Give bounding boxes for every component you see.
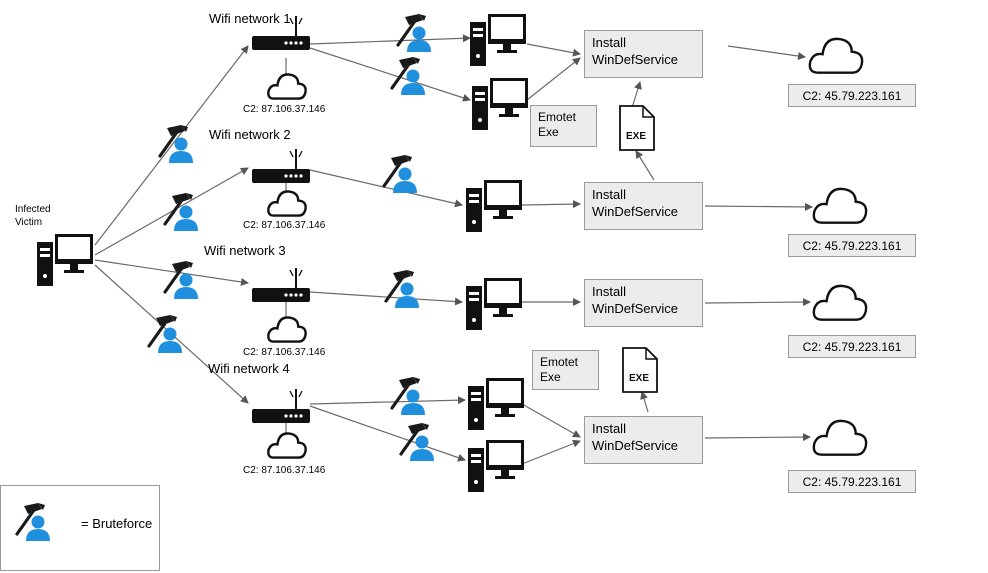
net1-to-pc1b	[309, 47, 471, 102]
emotet-exe-box-2: Emotet Exe	[532, 350, 599, 390]
network-4-computer-b-icon	[468, 440, 524, 492]
remote-c2-cloud-3-icon	[812, 284, 868, 321]
network-2-router-icon	[252, 149, 310, 183]
svc2-to-exe1	[635, 150, 655, 181]
remote-c2-box-2: C2: 45.79.223.161	[788, 234, 916, 257]
network-3-computer-icon	[466, 278, 522, 330]
network-1-computer-a-icon	[470, 14, 526, 66]
infected-victim-label: Infected Victim	[15, 204, 51, 229]
network-4-router-icon	[252, 389, 310, 423]
victim-to-network-3	[94, 259, 249, 286]
pc1a-to-svc1	[526, 43, 581, 57]
pc4b-to-svc4	[521, 439, 581, 465]
network-1-local-c2-cloud-icon	[267, 73, 307, 100]
remote-c2-cloud-4-icon	[812, 419, 868, 456]
victim-to-network-2	[94, 167, 249, 256]
remote-c2-box-1: C2: 45.79.223.161	[788, 84, 916, 107]
network-3-c2-label: C2: 87.106.37.146	[243, 347, 326, 358]
bruteforce-icon-4	[147, 315, 182, 353]
pc2-to-svc2	[521, 200, 581, 209]
victim-label-line2: Victim	[15, 216, 43, 228]
victim-to-network-1	[94, 45, 249, 246]
bruteforce-icon-8	[384, 270, 419, 308]
service-1-line2: WinDefService	[592, 51, 678, 67]
bruteforce-icon-7	[382, 155, 417, 193]
svc4-to-exe2	[640, 391, 649, 413]
bruteforce-icon-3	[163, 261, 198, 299]
bruteforce-icon-5	[396, 14, 431, 52]
emotet-exe-box-1: Emotet Exe	[530, 105, 597, 147]
network-3-router-icon	[252, 268, 310, 302]
exe-file-icon-2: EXE	[622, 347, 658, 393]
remote-c2-cloud-2-icon	[812, 187, 868, 224]
network-1-c2-label: C2: 87.106.37.146	[243, 104, 326, 115]
emotet-1-line2: Exe	[538, 125, 559, 139]
service-2-line2: WinDefService	[592, 203, 678, 219]
net1-to-pc1a	[309, 34, 471, 45]
network-2-computer-icon	[466, 180, 522, 232]
bruteforce-icon-10	[399, 423, 434, 461]
pc4a-to-svc4	[521, 403, 581, 438]
service-4-line1: Install	[592, 421, 626, 436]
bruteforce-icon-6	[390, 57, 425, 95]
remote-c2-box-4: C2: 45.79.223.161	[788, 470, 916, 493]
net4-to-pc4b	[309, 405, 466, 462]
service-3-line1: Install	[592, 284, 626, 299]
svc2-to-cloud	[704, 202, 813, 211]
net2-to-pc2	[309, 169, 463, 208]
wifi-network-4-label: Wifi network 4	[208, 361, 290, 376]
network-2-local-c2-cloud-icon	[267, 190, 307, 217]
install-service-box-1: Install WinDefService	[584, 30, 703, 78]
service-2-line1: Install	[592, 187, 626, 202]
network-3-local-c2-cloud-icon	[267, 316, 307, 343]
service-1-line1: Install	[592, 35, 626, 50]
emotet-2-line1: Emotet	[540, 355, 579, 369]
svc3-to-cloud	[704, 298, 811, 307]
network-2-c2-label: C2: 87.106.37.146	[243, 220, 326, 231]
legend-label: = Bruteforce	[81, 516, 153, 531]
install-service-box-2: Install WinDefService	[584, 182, 703, 230]
remote-c2-box-3: C2: 45.79.223.161	[788, 335, 916, 358]
exe-file-icon-1: EXE	[619, 105, 655, 151]
install-service-box-4: Install WinDefService	[584, 416, 703, 464]
network-1-computer-b-icon	[472, 78, 528, 130]
net3-to-pc3	[309, 291, 463, 306]
emotet-1-line1: Emotet	[538, 110, 577, 124]
remote-c2-cloud-1-icon	[808, 37, 864, 74]
network-4-c2-label: C2: 87.106.37.146	[243, 465, 326, 476]
install-service-box-3: Install WinDefService	[584, 279, 703, 327]
svc1-to-cloud	[727, 45, 806, 60]
service-4-line2: WinDefService	[592, 437, 678, 453]
network-4-local-c2-cloud-icon	[267, 432, 307, 459]
bruteforce-icon-1	[158, 125, 193, 163]
svc4-to-cloud	[704, 433, 811, 442]
legend-box: = Bruteforce	[0, 485, 160, 571]
service-3-line2: WinDefService	[592, 300, 678, 316]
svg-text:EXE: EXE	[626, 131, 646, 142]
emotet-2-line2: Exe	[540, 370, 561, 384]
bruteforce-icon-9	[390, 377, 425, 415]
victim-label-line1: Infected	[15, 204, 51, 215]
net4-to-pc4a	[309, 396, 466, 405]
infected-victim-computer-icon	[37, 234, 93, 286]
bruteforce-icon-2	[163, 193, 198, 231]
svg-text:EXE: EXE	[629, 373, 649, 384]
legend-bruteforce-icon	[15, 503, 50, 541]
pc1b-to-svc1	[526, 57, 581, 101]
wifi-network-1-label: Wifi network 1	[209, 11, 291, 26]
wifi-network-2-label: Wifi network 2	[209, 127, 291, 142]
wifi-network-3-label: Wifi network 3	[204, 243, 286, 258]
network-4-computer-a-icon	[468, 378, 524, 430]
exe1-to-svc1	[631, 81, 642, 109]
network-1-router-icon	[252, 16, 310, 50]
